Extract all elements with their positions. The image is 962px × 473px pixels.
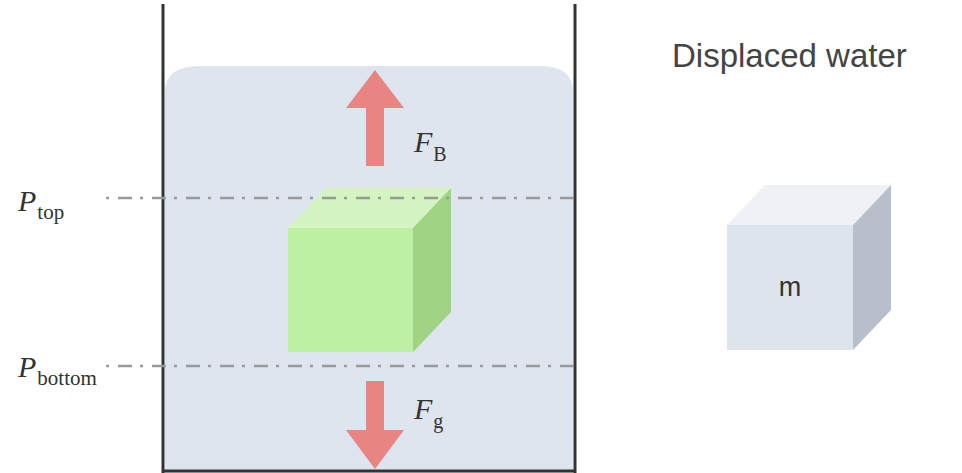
water: [165, 66, 573, 473]
force-symbol: F: [414, 394, 432, 424]
cube-side: [853, 185, 891, 350]
pressure-level-line: [106, 197, 580, 200]
gravity-force-arrow: [366, 381, 384, 433]
symbol-subscript: B: [433, 144, 446, 164]
force-symbol: F: [414, 127, 432, 157]
beaker-wall: [162, 4, 165, 473]
cube-side: [413, 188, 451, 352]
pressure-level-line: [106, 365, 580, 368]
symbol-subscript: bottom: [37, 368, 97, 389]
symbol-subscript: top: [37, 202, 64, 223]
cube-heading: Displaced water: [672, 38, 907, 74]
gravity-force-arrow: [346, 430, 404, 469]
water-cube-shape: [660, 30, 952, 360]
buoyant-force-arrow: [346, 70, 404, 108]
beaker-bottom: [162, 470, 576, 473]
displaced-water-cube: Displaced water m: [660, 30, 952, 360]
force-symbol: P: [18, 352, 36, 382]
cube-front: [288, 228, 413, 352]
cube-front: [727, 225, 853, 350]
force-symbol: P: [18, 186, 36, 216]
beaker-wall: [574, 4, 577, 473]
buoyant-force-arrow: [366, 106, 384, 166]
mass-label: m: [727, 225, 853, 350]
symbol-subscript: g: [433, 411, 443, 431]
